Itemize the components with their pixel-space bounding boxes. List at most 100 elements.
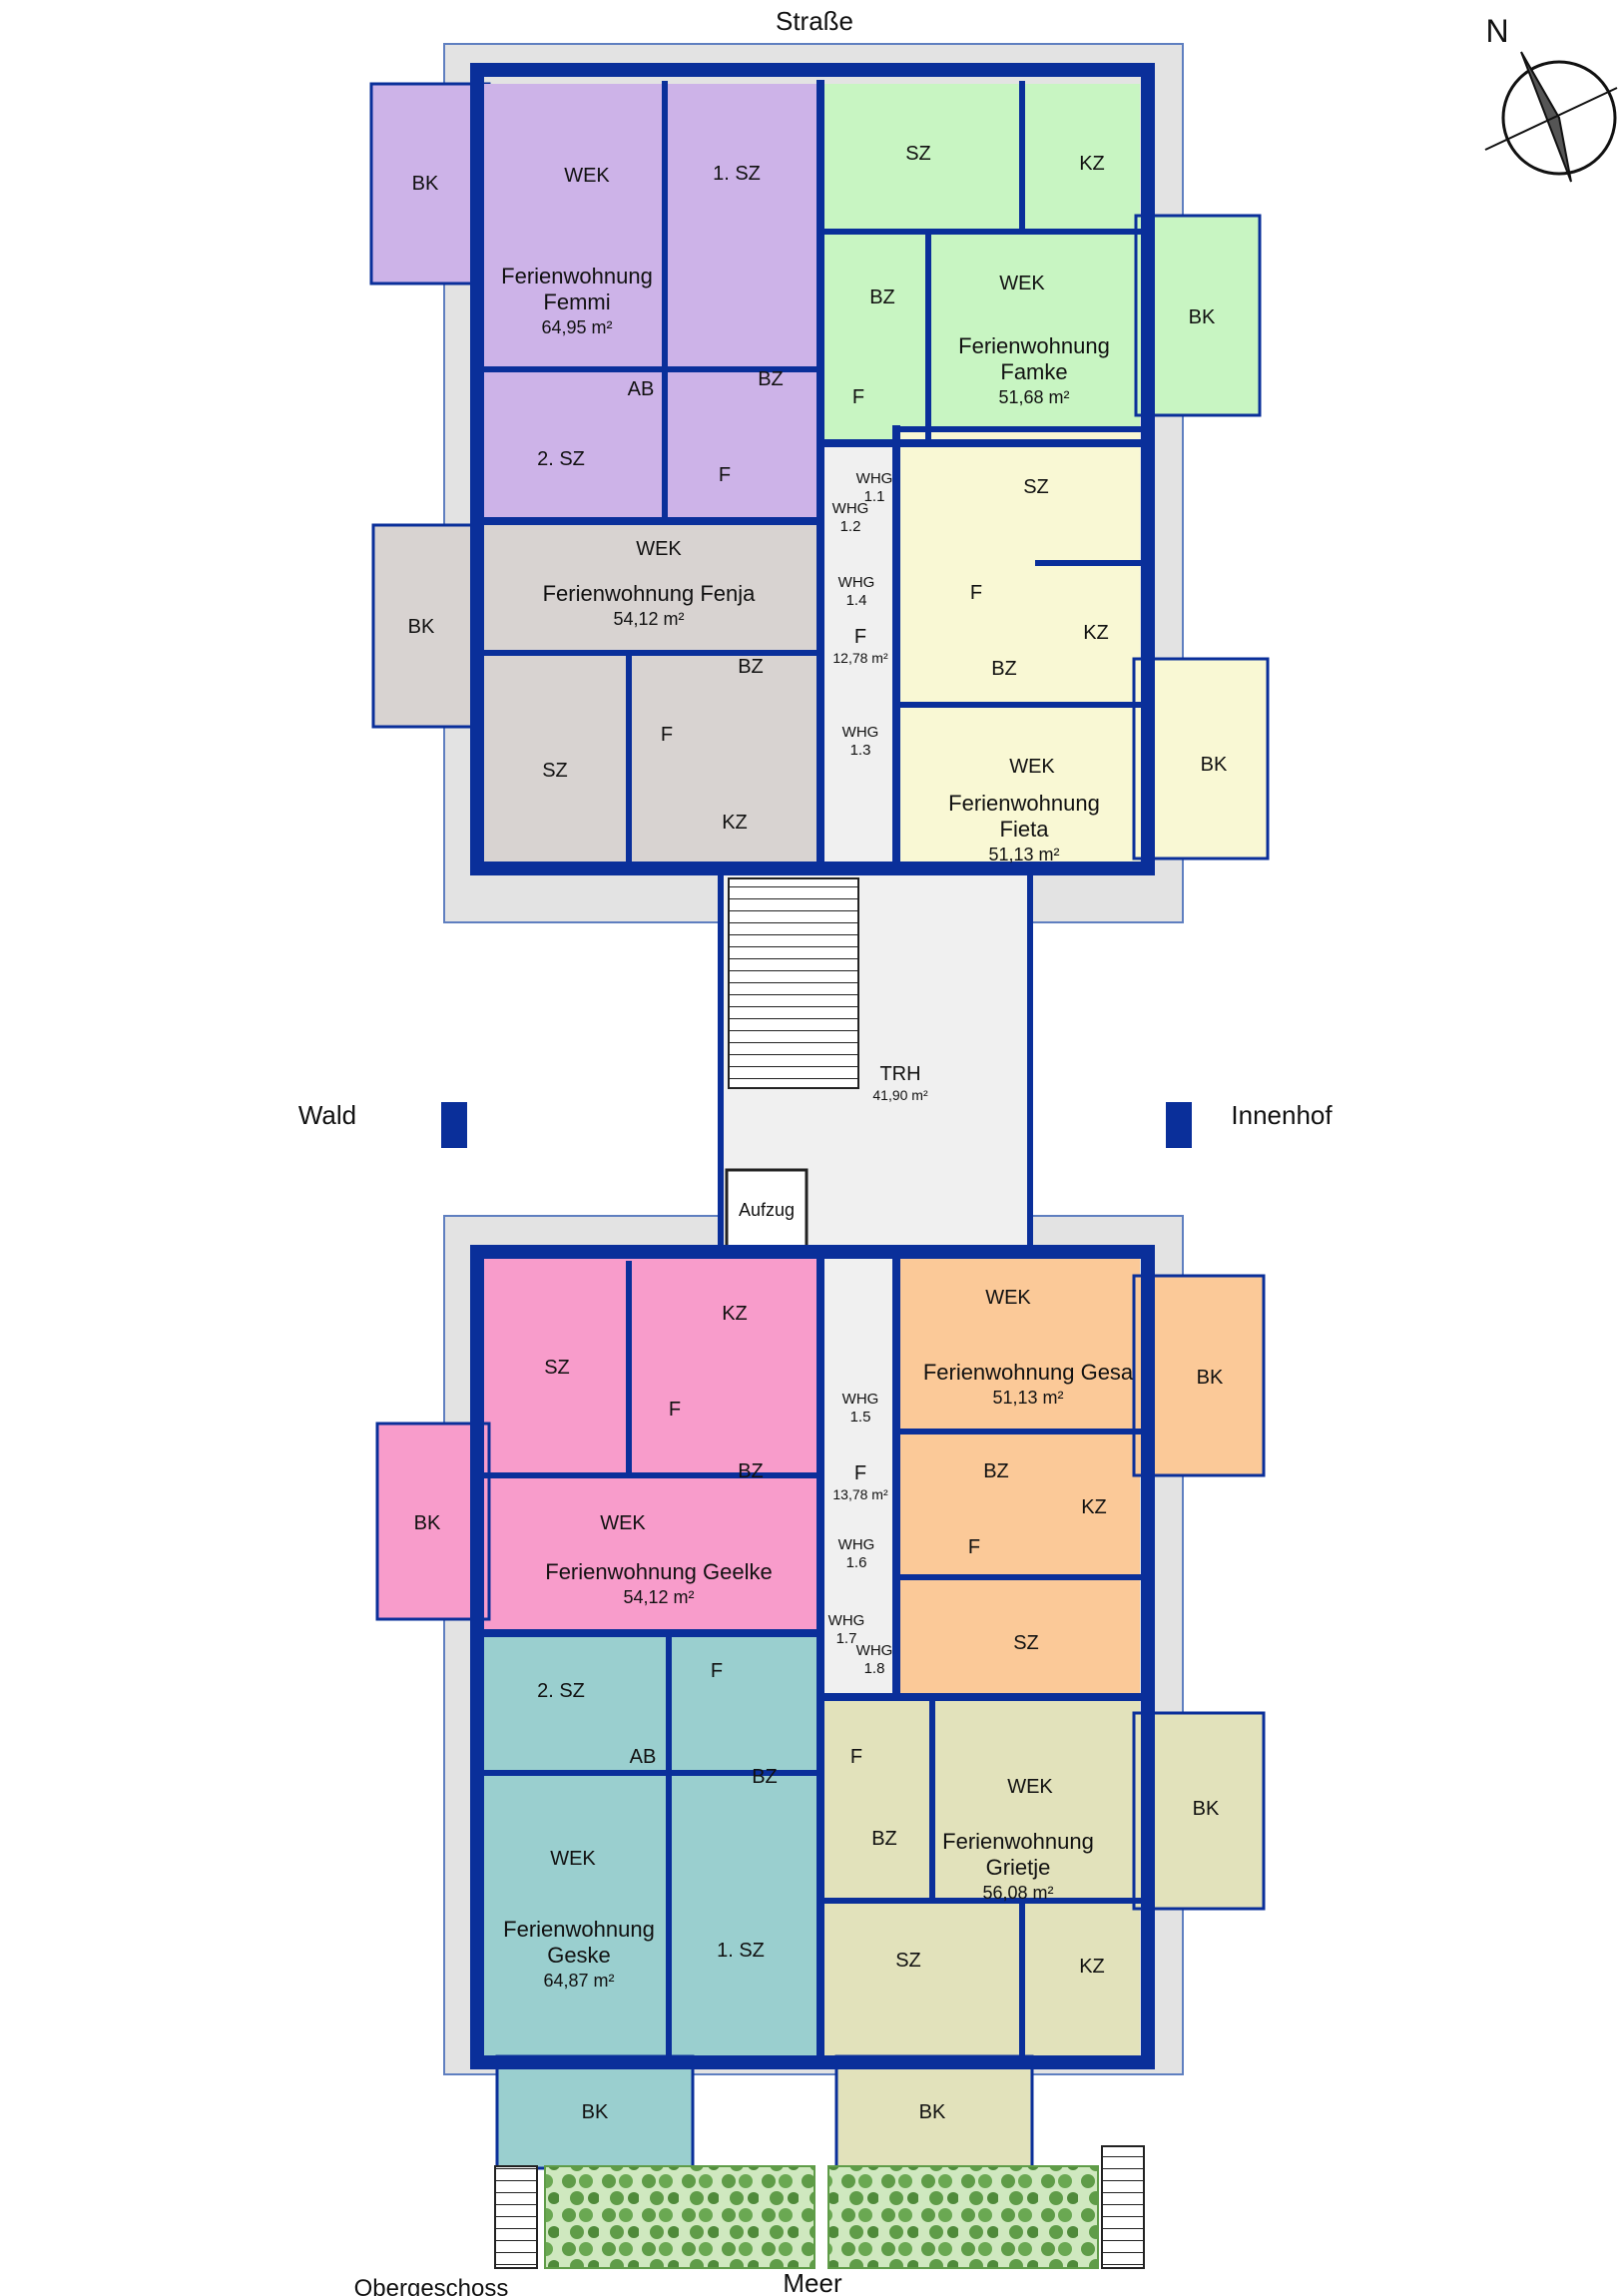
- famke-name1: Ferienwohnung: [958, 333, 1110, 358]
- famke-sz: SZ: [905, 143, 931, 165]
- femmi-sz1: 1. SZ: [713, 163, 761, 185]
- apartment-geske: [483, 1633, 820, 2170]
- fenja-bz: BZ: [738, 656, 764, 678]
- fieta-bk: BK: [1201, 754, 1228, 776]
- whg17-num: 1.7: [836, 1630, 857, 1647]
- apartment-famke: [820, 84, 1262, 443]
- whg11-label: WHG: [856, 470, 893, 487]
- geelke-wek: WEK: [600, 1512, 646, 1534]
- compass-axis: [1484, 87, 1618, 151]
- geelke-bz: BZ: [738, 1460, 764, 1482]
- whg18-label: WHG: [856, 1642, 893, 1659]
- whg16-label: WHG: [838, 1536, 875, 1553]
- corridor-south-f: F: [854, 1462, 866, 1484]
- geske-sz1: 1. SZ: [717, 1940, 765, 1962]
- femmi-f: F: [719, 464, 731, 486]
- femmi-name1: Ferienwohnung: [501, 264, 653, 288]
- gesa-wek: WEK: [985, 1287, 1031, 1309]
- grietje-f: F: [850, 1746, 862, 1768]
- whg14-label: WHG: [838, 574, 875, 591]
- fenja-wek: WEK: [636, 538, 682, 560]
- apartment-grietje: [820, 1697, 1266, 2170]
- whg11-num: 1.1: [864, 488, 885, 505]
- fenja-name: Ferienwohnung Fenja: [543, 581, 757, 606]
- gesa-sz: SZ: [1013, 1632, 1039, 1654]
- fenja-f: F: [661, 724, 673, 746]
- apartment-gesa: [896, 1258, 1266, 1697]
- whg12-num: 1.2: [840, 518, 861, 535]
- grietje-area: 56,08 m²: [982, 1883, 1053, 1903]
- whg14-num: 1.4: [846, 592, 867, 609]
- geske-sz2: 2. SZ: [537, 1680, 585, 1702]
- walls: [470, 63, 1155, 2069]
- geske-f: F: [711, 1660, 723, 1682]
- geske-wek: WEK: [550, 1848, 596, 1870]
- gesa-name: Ferienwohnung Gesa: [923, 1360, 1134, 1385]
- geske-bz: BZ: [752, 1766, 778, 1788]
- gesa-kz: KZ: [1081, 1496, 1107, 1518]
- famke-bk: BK: [1189, 306, 1216, 328]
- femmi-name2: Femmi: [543, 289, 610, 314]
- apartment-fieta: [896, 429, 1270, 864]
- elevator-label: Aufzug: [739, 1200, 795, 1220]
- grietje-name2: Grietje: [986, 1855, 1051, 1880]
- fieta-bz: BZ: [991, 658, 1017, 680]
- fenja-bk: BK: [408, 616, 435, 638]
- femmi-sz2: 2. SZ: [537, 448, 585, 470]
- whg13-label: WHG: [842, 724, 879, 741]
- femmi-wek: WEK: [564, 165, 610, 187]
- femmi-area: 64,95 m²: [541, 317, 612, 337]
- fieta-area: 51,13 m²: [988, 845, 1059, 864]
- street-label: Straße: [776, 6, 853, 36]
- famke-bz: BZ: [869, 287, 895, 308]
- courtyard-label: Innenhof: [1231, 1100, 1333, 1130]
- geske-name1: Ferienwohnung: [503, 1917, 655, 1942]
- geske-area: 64,87 m²: [543, 1971, 614, 1991]
- geelke-sz: SZ: [544, 1357, 570, 1379]
- fieta-kz: KZ: [1083, 622, 1109, 644]
- forest-label: Wald: [298, 1100, 356, 1130]
- famke-f: F: [852, 386, 864, 408]
- famke-area: 51,68 m²: [998, 387, 1069, 407]
- apartment-fenja: [371, 521, 820, 864]
- whg15-label: WHG: [842, 1391, 879, 1408]
- fieta-name1: Ferienwohnung: [948, 791, 1100, 816]
- whg12-label: WHG: [832, 500, 869, 517]
- whg18-num: 1.8: [864, 1660, 885, 1677]
- sea-label: Meer: [783, 2268, 842, 2296]
- grietje-bk2: BK: [919, 2101, 946, 2123]
- stairwell: [728, 877, 859, 1089]
- compass: N: [1484, 13, 1618, 183]
- trh-area: 41,90 m²: [872, 1087, 928, 1103]
- corridor-south: [820, 1258, 896, 1697]
- fieta-wek: WEK: [1009, 756, 1055, 778]
- geelke-area: 54,12 m²: [623, 1587, 694, 1607]
- grietje-bk: BK: [1193, 1798, 1220, 1820]
- garden-right: [827, 2165, 1099, 2269]
- corridor-north-area: 12,78 m²: [832, 650, 888, 666]
- femmi-bk: BK: [412, 173, 439, 195]
- grietje-kz: KZ: [1079, 1956, 1105, 1978]
- grietje-name1: Ferienwohnung: [942, 1829, 1094, 1854]
- whg13-num: 1.3: [850, 742, 871, 759]
- geske-bk: BK: [582, 2101, 609, 2123]
- marker-west: [441, 1102, 467, 1148]
- floor-label: Obergeschoss: [354, 2275, 509, 2296]
- fieta-f: F: [970, 582, 982, 604]
- femmi-ab: AB: [628, 378, 655, 400]
- fieta-sz: SZ: [1023, 476, 1049, 498]
- marker-east: [1166, 1102, 1192, 1148]
- famke-wek: WEK: [999, 273, 1045, 294]
- compass-needle: [1520, 51, 1572, 183]
- femmi-bz: BZ: [758, 368, 784, 390]
- geske-ab: AB: [630, 1746, 657, 1768]
- geelke-f: F: [669, 1399, 681, 1421]
- famke-name2: Famke: [1000, 359, 1067, 384]
- fenja-area: 54,12 m²: [613, 609, 684, 629]
- gesa-bk: BK: [1197, 1367, 1224, 1389]
- whg16-num: 1.6: [846, 1554, 867, 1571]
- fenja-kz: KZ: [722, 812, 748, 834]
- corridor-north-f: F: [854, 626, 866, 648]
- compass-n-label: N: [1485, 13, 1508, 49]
